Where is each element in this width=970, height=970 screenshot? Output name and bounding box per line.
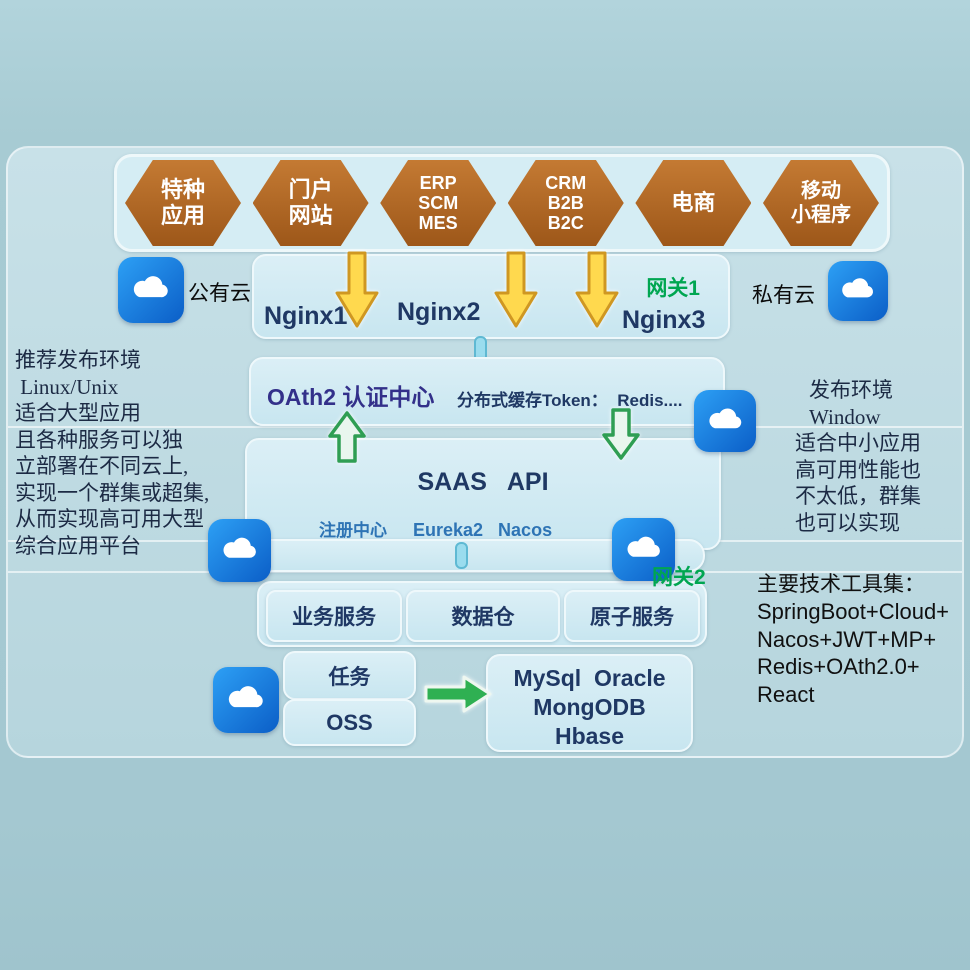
tech-stack-line: Redis+OAth2.0+ <box>757 654 920 679</box>
hexagon-label-line: 电商 <box>671 190 716 215</box>
registry-items: Eureka2 Nacos <box>413 520 553 540</box>
hexagon-label-line: ERP <box>419 173 457 193</box>
hexagon-label-line: B2B <box>547 193 584 213</box>
business-service-label: 业务服务 <box>292 606 376 629</box>
nginx1-label: Nginx1 <box>264 302 348 330</box>
connector-pipe <box>455 542 468 569</box>
hexagon-label-line: MES <box>418 213 458 233</box>
hexagon-label-line: B2C <box>547 213 584 233</box>
private-cloud-label: 私有云 <box>752 283 815 307</box>
tech-stack-line: SpringBoot+Cloud+ <box>757 599 950 624</box>
green-up-arrow <box>328 411 366 463</box>
registry-row: 注册中心 Eureka2 Nacos <box>319 516 552 541</box>
note-line: 综合应用平台 <box>15 533 141 558</box>
business-service-box: 业务服务 <box>266 590 402 642</box>
note-line: 实现一个群集或超集, <box>15 480 210 505</box>
hexagon-crm-b2b-b2c: CRM B2B B2C <box>507 160 624 246</box>
hexagon-label-line: 特种 <box>160 177 205 202</box>
database-line: MongODB <box>533 694 646 720</box>
auth-title: OAth2 认证中心 <box>267 384 435 410</box>
yellow-down-arrow <box>575 251 619 328</box>
saas-api-title: SAAS API <box>417 468 549 496</box>
gateway2-label: 网关2 <box>652 566 706 589</box>
hexagon-portal-site: 门户 网站 <box>252 160 369 246</box>
note-line: Window <box>809 404 881 429</box>
note-line: 推荐发布环境 <box>15 348 141 372</box>
database-box: MySql Oracle MongODB Hbase <box>486 654 693 752</box>
hexagon-label-line: 移动 <box>800 180 841 202</box>
cloud-icon-bottom-left <box>213 667 279 733</box>
cloud-icon-mid-right <box>612 518 675 581</box>
note-line: 且各种服务可以独 <box>15 427 183 452</box>
registry-label: 注册中心 <box>319 521 387 540</box>
note-line: 发布环境 <box>809 378 893 402</box>
hexagon-label-line: 门户 <box>288 177 333 202</box>
data-warehouse-label: 数据仓 <box>451 606 515 629</box>
nginx-gateway-bar: Nginx1 Nginx2 Nginx3 网关1 <box>252 254 730 339</box>
note-line: 也可以实现 <box>795 510 900 535</box>
task-label: 任务 <box>328 665 371 689</box>
hexagon-erp-scm-mes: ERP SCM MES <box>380 160 497 246</box>
tech-stack-line: React <box>757 681 815 707</box>
tech-stack-title: 主要技术工具集： <box>757 572 925 596</box>
data-warehouse-box: 数据仓 <box>406 590 560 642</box>
hexagon-special-app: 特种 应用 <box>125 160 241 246</box>
auth-cache-label: 分布式缓存Token： Redis.... <box>457 391 683 410</box>
task-box: 任务 <box>283 651 416 700</box>
auth-center-bar: OAth2 认证中心 分布式缓存Token： Redis.... <box>249 357 725 426</box>
note-line: 适合中小应用 <box>795 431 921 455</box>
hexagon-ecommerce: 电商 <box>635 160 752 246</box>
cloud-icon-public <box>118 257 184 323</box>
note-line: Linux/Unix <box>15 374 119 399</box>
public-cloud-label: 公有云 <box>188 281 251 305</box>
hexagon-mini-program: 移动 小程序 <box>762 160 879 246</box>
note-line: 适合大型应用 <box>15 401 141 425</box>
right-deploy-note: 发布环境 Window 适合中小应用 高可用性能也 不太低，群集 也可以实现 <box>795 377 945 536</box>
cloud-icon-auth-right <box>694 390 756 452</box>
hexagon-label-line: CRM <box>545 173 587 193</box>
nginx3-label: Nginx3 <box>622 306 706 334</box>
yellow-down-arrow <box>494 251 538 328</box>
divider-line <box>8 426 962 428</box>
application-hexagon-bar: 特种 应用 门户 网站 ERP SCM MES CRM B2B B2C 电商 移… <box>114 154 890 252</box>
cloud-icon-private <box>828 261 888 321</box>
oss-label: OSS <box>326 709 373 735</box>
oss-box: OSS <box>283 699 416 746</box>
divider-line <box>8 571 962 573</box>
nginx2-label: Nginx2 <box>397 298 481 326</box>
database-line: Hbase <box>554 723 625 749</box>
atomic-service-label: 原子服务 <box>590 606 674 629</box>
yellow-down-arrow <box>335 251 379 328</box>
database-line: MySql Oracle <box>513 665 666 691</box>
cloud-icon-mid-left <box>208 519 271 582</box>
green-down-arrow <box>602 408 640 460</box>
note-line: 高可用性能也 <box>795 457 921 482</box>
tech-stack-note: 主要技术工具集： SpringBoot+Cloud+ Nacos+JWT+MP+… <box>757 571 970 708</box>
note-line: 立部署在不同云上, <box>15 454 189 478</box>
hexagon-label-line: 网站 <box>288 203 333 228</box>
hexagon-label-line: 小程序 <box>790 204 851 226</box>
gateway1-label: 网关1 <box>646 277 700 300</box>
tech-stack-line: Nacos+JWT+MP+ <box>757 626 937 652</box>
hexagon-label-line: 应用 <box>160 203 205 228</box>
note-line: 从而实现高可用大型 <box>15 507 204 531</box>
atomic-service-box: 原子服务 <box>564 590 700 642</box>
left-deploy-note: 推荐发布环境 Linux/Unix 适合大型应用 且各种服务可以独 立部署在不同… <box>15 347 265 559</box>
green-right-arrow <box>424 675 492 713</box>
hexagon-label-line: SCM <box>418 193 459 213</box>
note-line: 不太低，群集 <box>795 484 921 508</box>
